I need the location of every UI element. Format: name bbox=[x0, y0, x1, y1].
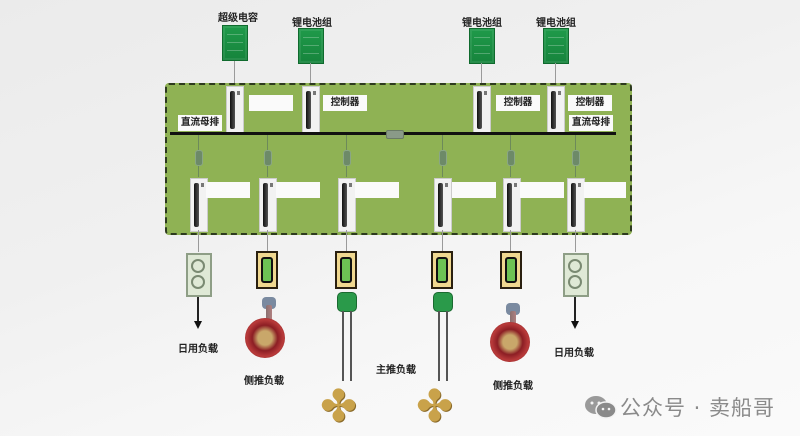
wire bbox=[481, 63, 482, 87]
battery-pack-icon bbox=[469, 28, 495, 64]
bow-thruster-icon bbox=[245, 318, 285, 358]
load-label-main: 主推负载 bbox=[376, 365, 416, 376]
dc-bus-label-left: 直流母排 bbox=[178, 115, 222, 131]
inverter-cabinet-icon bbox=[259, 178, 277, 232]
battery-pack-icon bbox=[543, 28, 569, 64]
thruster-gearbox-icon bbox=[262, 297, 276, 309]
coupling-icon bbox=[337, 292, 357, 312]
fuse-icon bbox=[343, 150, 351, 166]
blank-label bbox=[206, 182, 250, 198]
load-label-side-left: 侧推负载 bbox=[244, 376, 284, 387]
inverter-cabinet-icon bbox=[503, 178, 521, 232]
arrow-down-icon bbox=[194, 321, 202, 329]
motor-icon bbox=[500, 251, 522, 289]
wire bbox=[575, 230, 576, 252]
wire bbox=[555, 63, 556, 87]
wire bbox=[198, 230, 199, 252]
fuse-icon bbox=[572, 150, 580, 166]
battery-pack-icon bbox=[298, 28, 324, 64]
converter-cabinet-icon bbox=[302, 86, 320, 134]
wechat-icon bbox=[585, 396, 617, 419]
converter-cabinet-icon bbox=[547, 86, 565, 134]
blank-label bbox=[520, 182, 564, 198]
motor-icon bbox=[335, 251, 357, 289]
wire bbox=[310, 63, 311, 87]
fuse-icon bbox=[439, 150, 447, 166]
watermark-text: 公众号 · 卖船哥 bbox=[620, 396, 776, 420]
source-label-battery-2: 锂电池组 bbox=[462, 18, 502, 29]
motor-icon bbox=[256, 251, 278, 289]
arrow-line bbox=[574, 297, 576, 323]
propeller-shaft bbox=[438, 311, 448, 381]
load-label-daily-right: 日用负载 bbox=[554, 348, 594, 359]
wire bbox=[346, 230, 347, 252]
controller-label bbox=[249, 95, 293, 111]
propeller-icon: ✤ bbox=[320, 381, 357, 432]
blank-label bbox=[452, 182, 496, 198]
inverter-cabinet-icon bbox=[338, 178, 356, 232]
source-label-battery-1: 锂电池组 bbox=[292, 18, 332, 29]
blank-label bbox=[355, 182, 399, 198]
inverter-cabinet-icon bbox=[434, 178, 452, 232]
arrow-down-icon bbox=[571, 321, 579, 329]
fuse-icon bbox=[195, 150, 203, 166]
load-label-daily-left: 日用负载 bbox=[178, 344, 218, 355]
converter-cabinet-icon bbox=[226, 86, 244, 134]
dc-bus-label-right: 直流母排 bbox=[569, 115, 613, 131]
propeller-icon: ✤ bbox=[416, 381, 453, 432]
fuse-icon bbox=[264, 150, 272, 166]
wire bbox=[510, 230, 511, 252]
arrow-line bbox=[197, 297, 199, 323]
transformer-icon bbox=[563, 253, 589, 297]
source-label-supercapacitor: 超级电容 bbox=[218, 13, 258, 24]
supercapacitor-icon bbox=[222, 25, 248, 61]
inverter-cabinet-icon bbox=[190, 178, 208, 232]
wire bbox=[442, 230, 443, 252]
coupling-icon bbox=[433, 292, 453, 312]
motor-icon bbox=[431, 251, 453, 289]
wire bbox=[267, 230, 268, 252]
controller-label: 控制器 bbox=[496, 95, 540, 111]
wire bbox=[234, 61, 235, 87]
thruster-gearbox-icon bbox=[506, 303, 520, 315]
bus-tie-breaker-icon bbox=[386, 130, 404, 139]
transformer-icon bbox=[186, 253, 212, 297]
source-label-battery-3: 锂电池组 bbox=[536, 18, 576, 29]
blank-label bbox=[584, 182, 626, 198]
converter-cabinet-icon bbox=[473, 86, 491, 134]
load-label-side-right: 侧推负载 bbox=[493, 381, 533, 392]
fuse-icon bbox=[507, 150, 515, 166]
propeller-shaft bbox=[342, 311, 352, 381]
controller-label: 控制器 bbox=[323, 95, 367, 111]
inverter-cabinet-icon bbox=[567, 178, 585, 232]
controller-label: 控制器 bbox=[568, 95, 612, 111]
blank-label bbox=[276, 182, 320, 198]
bow-thruster-icon bbox=[490, 322, 530, 362]
